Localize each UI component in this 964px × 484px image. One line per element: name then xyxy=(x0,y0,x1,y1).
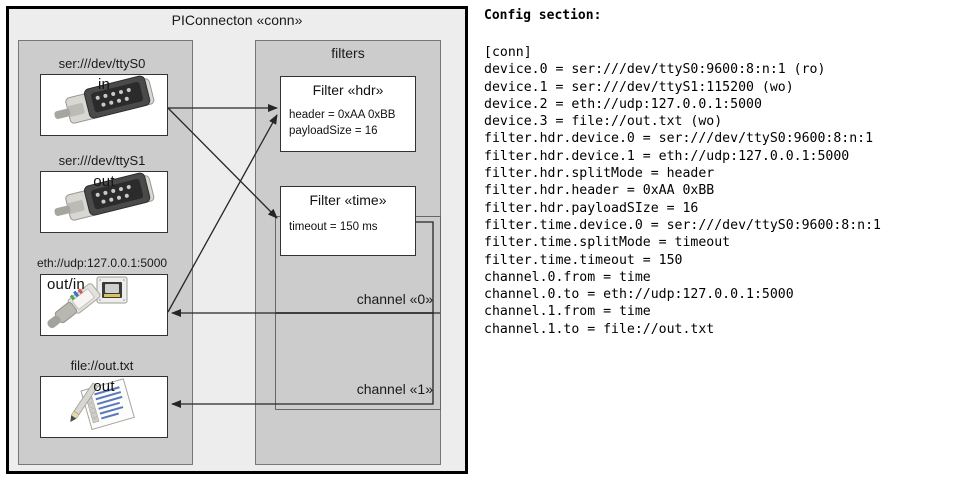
filter-hdr-prop-payloadsize: payloadSize = 16 xyxy=(289,125,378,137)
ethernet-jack-icon xyxy=(47,276,128,329)
config-heading: Config section: xyxy=(484,8,602,23)
filter-hdr-card[interactable]: Filter «hdr» header = 0xAA 0xBB payloadS… xyxy=(280,76,416,152)
filter-hdr-prop-header: header = 0xAA 0xBB xyxy=(289,109,396,121)
config-lines-text: [conn] device.0 = ser:///dev/ttyS0:9600:… xyxy=(484,45,881,337)
device-0-card[interactable]: in xyxy=(40,74,168,136)
serial-port-icon xyxy=(54,172,155,221)
device-0-caption: ser:///dev/ttyS0 xyxy=(58,56,146,71)
device-3-io-label: out xyxy=(93,378,115,395)
device-1-caption: ser:///dev/ttyS1 xyxy=(58,153,146,168)
device-2-caption: eth://udp:127.0.0.1:5000 xyxy=(36,256,168,270)
filter-time-prop-timeout: timeout = 150 ms xyxy=(289,221,378,233)
device-1-card[interactable]: out xyxy=(40,171,168,233)
device-2-card[interactable]: out/in xyxy=(40,274,168,336)
device-1-io-label: out xyxy=(93,173,115,190)
device-0-io-label: in xyxy=(97,76,111,93)
serial-port-icon xyxy=(54,75,155,124)
channel-1-label: channel «1» xyxy=(356,381,433,397)
channel-0-label: channel «0» xyxy=(356,291,433,307)
filters-group-title: filters xyxy=(331,45,365,61)
device-2-io-label: out/in xyxy=(47,276,85,293)
diagram-title: PIConnecton «conn» xyxy=(171,12,303,28)
device-3-card[interactable]: out xyxy=(40,376,168,438)
text-file-pencil-icon xyxy=(70,378,135,431)
filter-hdr-title: Filter «hdr» xyxy=(312,82,384,98)
device-3-caption: file://out.txt xyxy=(70,358,134,373)
filter-time-title: Filter «time» xyxy=(309,192,387,208)
filter-time-card[interactable]: Filter «time» timeout = 150 ms xyxy=(280,186,416,256)
